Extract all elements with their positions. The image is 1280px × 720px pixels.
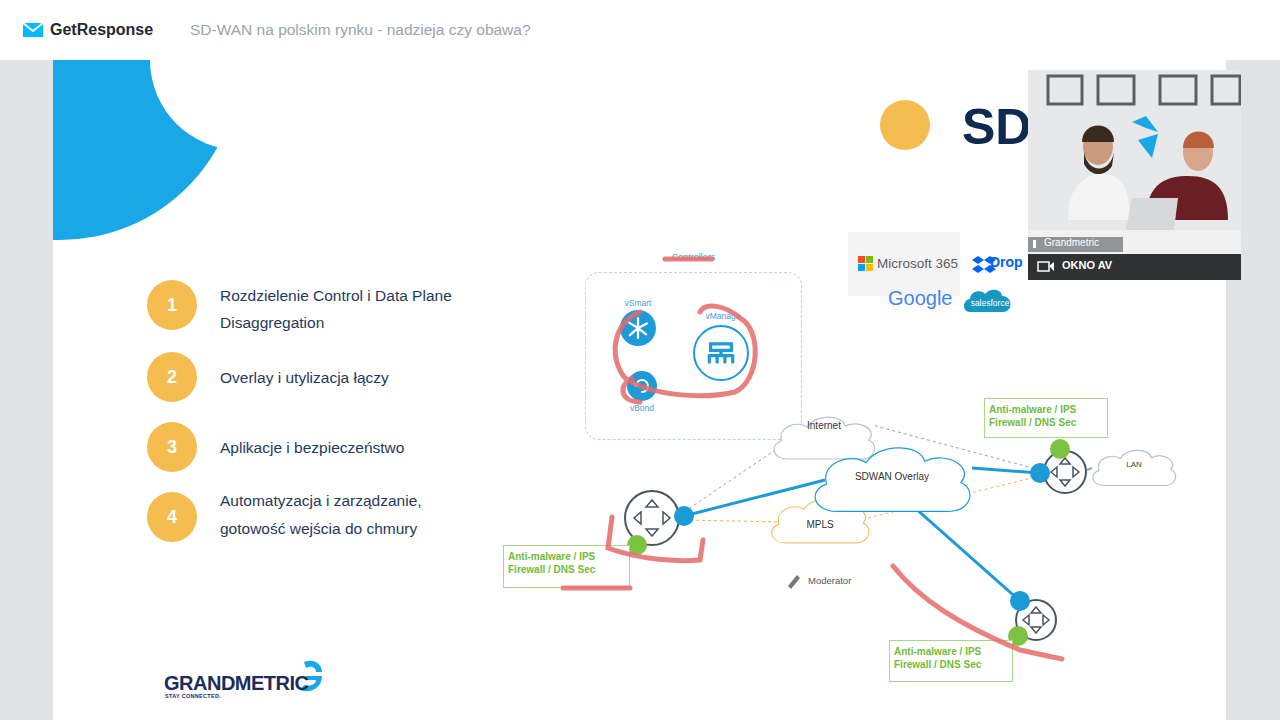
cloud-outline: [768, 412, 880, 462]
network-cloud: Internet: [768, 412, 880, 462]
security-label: Anti-malware / IPS Firewall / DNS Sec: [894, 645, 1008, 671]
step-number-circle: 3: [147, 422, 197, 472]
loop-icon: [627, 371, 657, 401]
brand-logo-text: GetResponse: [50, 21, 153, 39]
overlay-link: [972, 468, 1040, 473]
point-text: Rozdzielenie Control i Data Plane Disagg…: [220, 282, 482, 336]
step-number-circle: 2: [147, 352, 197, 402]
ms-square: [866, 264, 873, 271]
step-number-circle: 4: [147, 492, 197, 542]
point-text: Overlay i utylizacja łączy: [220, 364, 482, 391]
router-symbol: [625, 491, 694, 555]
corner-arc: [53, 60, 240, 240]
window-label: OKNO AV: [1062, 259, 1112, 271]
step-number: 1: [147, 280, 197, 330]
cloud-label: LAN: [1088, 460, 1180, 469]
video-scene: [1028, 70, 1241, 280]
pencil-icon: [788, 575, 800, 589]
ms-square: [866, 256, 873, 263]
logo-text: Google: [888, 287, 953, 310]
webinar-header: SD-WAN na polskim rynku - nadzieja czy o…: [0, 0, 1280, 61]
security-label: Anti-malware / IPS Firewall / DNS Sec: [989, 403, 1103, 429]
cloud-label: Internet: [768, 420, 880, 431]
slide-heading: SD: [962, 98, 1031, 156]
controller-label: vBond: [597, 403, 687, 413]
cloud-label: SDWAN Overlay: [806, 471, 978, 482]
controller-icon: vBond: [627, 371, 657, 401]
speaker-label: Grandmetric: [1044, 237, 1099, 248]
security-label: Anti-malware / IPS Firewall / DNS Sec: [508, 550, 625, 576]
step-number: 3: [147, 422, 197, 472]
router-symbol: [1030, 439, 1086, 493]
hub-icon: [620, 310, 656, 346]
cloud-label: MPLS: [766, 519, 874, 530]
network-cloud: SDWAN Overlay: [806, 440, 978, 516]
group-label: Controllers: [586, 252, 801, 262]
company-tagline: STAY CONNECTED.: [165, 693, 221, 699]
point-text: Aplikacje i bezpieczeństwo: [220, 434, 482, 461]
controllers-group: ControllersvSmartvManagevBond: [585, 272, 802, 440]
lan-link: [1087, 468, 1092, 470]
controller-label: vManage: [665, 311, 781, 321]
moderator-label: Moderator: [808, 575, 851, 586]
ms-square: [858, 256, 865, 263]
controller-icon: vManage: [693, 325, 749, 381]
overlay-link: [915, 508, 1020, 601]
corner-arc-hole: [150, 60, 240, 150]
video-window: [1028, 70, 1241, 280]
logo-text: Drop: [990, 254, 1023, 270]
ms-square: [858, 264, 865, 271]
network-cloud: LAN: [1088, 446, 1180, 488]
logo-panel: [848, 232, 960, 296]
webinar-title: SD-WAN na polskim rynku - nadzieja czy o…: [190, 21, 531, 39]
security-box: Anti-malware / IPS Firewall / DNS Sec: [503, 545, 630, 588]
security-box: Anti-malware / IPS Firewall / DNS Sec: [984, 398, 1108, 438]
logo-text: salesforce: [966, 298, 1014, 308]
step-number-circle: 1: [147, 280, 197, 330]
step-number: 4: [147, 492, 197, 542]
mpls-link: [684, 520, 780, 522]
envelope-logo: [22, 21, 44, 39]
logo-text: Microsoft 365: [877, 256, 958, 271]
security-box: Anti-malware / IPS Firewall / DNS Sec: [889, 640, 1013, 682]
step-number: 2: [147, 352, 197, 402]
controller-icon: vSmart: [620, 310, 656, 346]
title-dot: [880, 100, 930, 150]
company-logo-text: GRANDMETRIC: [164, 672, 309, 695]
red-scribble: [563, 259, 1062, 659]
router-symbol: [1008, 591, 1056, 646]
controller-label: vSmart: [590, 298, 686, 308]
tree-icon: [695, 327, 747, 379]
point-text: Automatyzacja i zarządzanie, gotowość we…: [220, 487, 448, 543]
